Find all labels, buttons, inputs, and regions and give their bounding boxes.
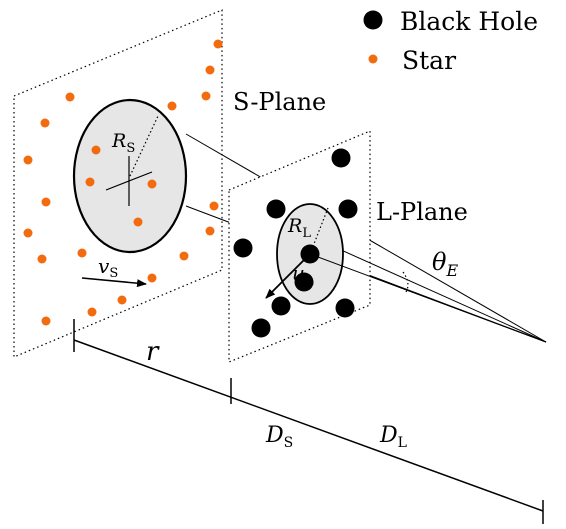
star: [117, 295, 127, 305]
source-inner-stars: [85, 145, 157, 227]
black-hole: [335, 298, 355, 318]
star: [201, 91, 211, 101]
source-plane: [13, 9, 223, 358]
black-hole: [338, 199, 358, 219]
lens-plane-label: L-Plane: [376, 198, 468, 226]
source-velocity-label: vS: [98, 254, 118, 281]
source-plane-label: S-Plane: [233, 88, 326, 116]
black-hole: [294, 272, 314, 292]
star: [205, 65, 215, 75]
black-hole-legend-icon: [363, 10, 383, 30]
ray-lower-front: [309, 235, 547, 343]
distance-r-label: r: [146, 337, 160, 367]
star: [147, 273, 157, 283]
source-radius-line: [129, 115, 159, 177]
star: [40, 118, 50, 128]
star: [41, 316, 51, 326]
black-hole: [266, 199, 286, 219]
distance-axis: [73, 339, 544, 512]
star: [85, 177, 95, 187]
star: [213, 39, 223, 49]
einstein-angle-label: θE: [432, 248, 458, 280]
star: [23, 155, 33, 165]
star: [133, 217, 143, 227]
distance-source-label: DS: [265, 423, 293, 451]
star: [209, 201, 219, 211]
star: [91, 145, 101, 155]
source-radius-label: RS: [111, 130, 135, 156]
lens-radius-label: RL: [287, 215, 311, 241]
star: [179, 251, 189, 261]
star: [77, 248, 87, 258]
lens-velocity-arrow: [265, 253, 311, 299]
black-hole: [271, 296, 291, 316]
distance-lens-label: DL: [379, 423, 407, 451]
star: [37, 254, 47, 264]
star: [167, 101, 177, 111]
star: [41, 197, 51, 207]
star-legend-label: Star: [402, 46, 456, 75]
ray-through-lens: [309, 253, 547, 343]
lens-velocity-label: uL: [292, 261, 314, 289]
black-holes: [233, 148, 358, 338]
star: [23, 228, 33, 238]
black-hole: [331, 148, 351, 168]
star: [205, 226, 215, 236]
source-stars: [23, 39, 223, 326]
source-velocity-arrow: [81, 277, 147, 288]
star-legend-icon: [368, 54, 378, 64]
black-hole-legend-label: Black Hole: [400, 7, 538, 36]
star: [87, 307, 97, 317]
star: [147, 179, 157, 189]
star: [65, 92, 75, 102]
black-hole: [233, 238, 253, 258]
black-hole: [251, 318, 271, 338]
